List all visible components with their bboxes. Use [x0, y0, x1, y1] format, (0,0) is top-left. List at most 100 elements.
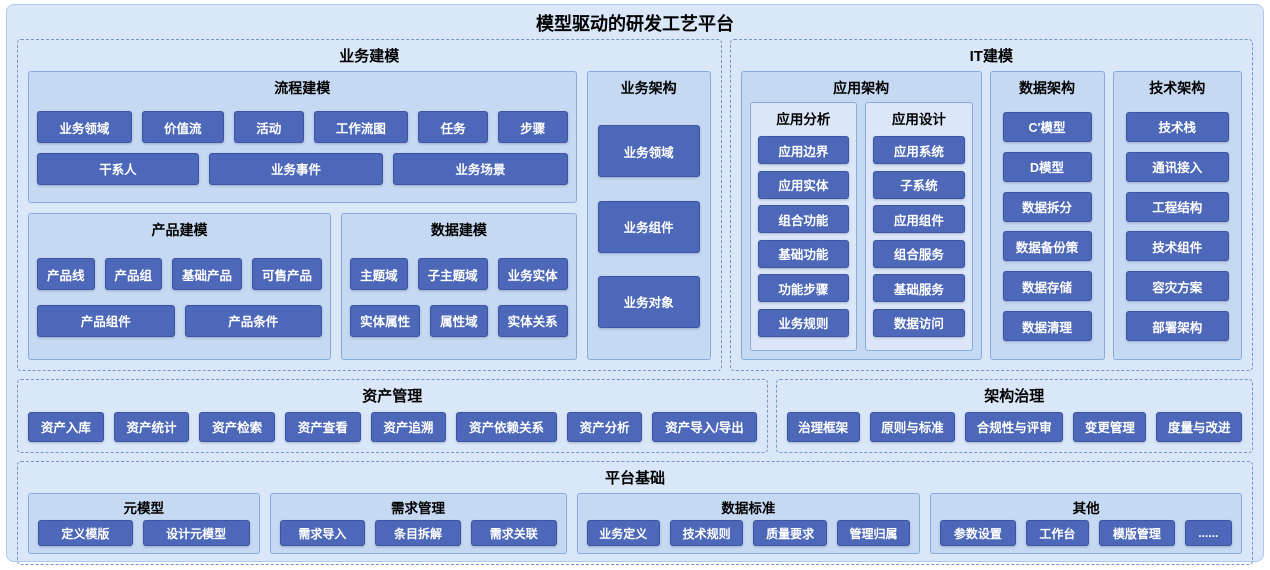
architecture-governance-block[interactable]: 治理框架	[786, 411, 860, 442]
meta-model-box: 元模型 定义模版设计元模型	[28, 493, 260, 554]
process-modeling-block[interactable]: 步骤	[497, 111, 568, 144]
process-modeling-block[interactable]: 价值流	[141, 111, 224, 144]
data-standard-title: 数据标准	[721, 501, 776, 516]
asset-management-block[interactable]: 资产统计	[113, 411, 190, 442]
asset-management-title: 资产管理	[362, 388, 423, 405]
technology-architecture-block[interactable]: 技术组件	[1125, 231, 1229, 262]
data-modeling-block[interactable]: 子主题域	[417, 258, 488, 291]
meta-model-block[interactable]: 设计元模型	[142, 520, 250, 546]
application-analysis-block[interactable]: 应用实体	[757, 170, 850, 199]
application-design-block[interactable]: 应用系统	[873, 136, 965, 165]
meta-model-block[interactable]: 定义模版	[38, 520, 133, 546]
process-modeling-rows: 业务领域价值流活动工作流图任务步骤 干系人业务事件业务场景	[37, 102, 568, 194]
middle-row: 资产管理 资产入库资产统计资产检索资产查看资产追溯资产依赖关系资产分析资产导入/…	[17, 379, 1253, 453]
business-architecture-block[interactable]: 业务领域	[597, 125, 700, 178]
data-architecture-block[interactable]: D模型	[1002, 151, 1092, 182]
business-modeling-left: 流程建模 业务领域价值流活动工作流图任务步骤 干系人业务事件业务场景 产品建模 …	[28, 71, 577, 360]
data-standard-block[interactable]: 管理归属	[836, 520, 911, 546]
application-design-title: 应用设计	[891, 112, 946, 127]
process-modeling-block[interactable]: 工作流图	[313, 111, 409, 144]
data-modeling-block[interactable]: 主题域	[350, 258, 408, 291]
others-block[interactable]: ......	[1184, 520, 1233, 546]
data-architecture-block[interactable]: C′模型	[1002, 111, 1092, 142]
process-modeling-block[interactable]: 业务领域	[37, 111, 132, 144]
business-architecture-block[interactable]: 业务组件	[597, 200, 700, 253]
technology-architecture-block[interactable]: 工程结构	[1125, 191, 1229, 222]
application-analysis-block[interactable]: 应用边界	[757, 136, 850, 165]
data-standard-block[interactable]: 业务定义	[586, 520, 660, 546]
asset-management-block[interactable]: 资产查看	[284, 411, 361, 442]
product-modeling-block[interactable]: 产品线	[37, 258, 95, 291]
application-design-block[interactable]: 子系统	[873, 170, 965, 199]
section-architecture-governance: 架构治理 治理框架原则与标准合规性与评审变更管理度量与改进	[775, 379, 1253, 453]
data-modeling-block[interactable]: 实体属性	[350, 304, 421, 337]
product-modeling-block[interactable]: 基础产品	[172, 258, 243, 291]
business-modeling-bottom: 产品建模 产品线产品组基础产品可售产品 产品组件产品条件 数据建模 主题域子主题…	[28, 213, 577, 360]
application-analysis-block[interactable]: 业务规则	[757, 308, 850, 337]
technology-architecture-block[interactable]: 技术栈	[1125, 111, 1229, 142]
it-modeling-body: 应用架构 应用分析 应用边界应用实体组合功能基础功能功能步骤业务规则 应用设计 …	[740, 71, 1242, 360]
asset-management-block[interactable]: 资产入库	[28, 411, 104, 442]
others-block[interactable]: 参数设置	[940, 520, 1016, 546]
technology-architecture-block[interactable]: 部署架构	[1125, 311, 1229, 342]
data-modeling-block[interactable]: 实体关系	[497, 304, 568, 337]
section-platform-foundation: 平台基础 元模型 定义模版设计元模型 需求管理 需求导入条目拆解需求关联 数据标…	[17, 461, 1253, 565]
application-analysis-block[interactable]: 功能步骤	[757, 274, 850, 303]
application-analysis-block[interactable]: 基础功能	[757, 239, 850, 268]
architecture-governance-row: 治理框架原则与标准合规性与评审变更管理度量与改进	[786, 411, 1242, 442]
others-box: 其他 参数设置工作台模版管理......	[930, 493, 1243, 554]
data-standard-block[interactable]: 质量要求	[753, 520, 827, 546]
application-design-block[interactable]: 应用组件	[873, 205, 965, 234]
asset-management-block[interactable]: 资产导入/导出	[652, 411, 757, 442]
asset-management-block[interactable]: 资产分析	[566, 411, 643, 442]
data-architecture-block[interactable]: 数据存储	[1002, 271, 1092, 302]
application-analysis-block[interactable]: 组合功能	[757, 205, 850, 234]
section-asset-management: 资产管理 资产入库资产统计资产检索资产查看资产追溯资产依赖关系资产分析资产导入/…	[17, 379, 768, 453]
others-block[interactable]: 模版管理	[1099, 520, 1175, 546]
application-analysis-title: 应用分析	[776, 112, 831, 127]
requirement-management-block[interactable]: 需求导入	[279, 520, 366, 546]
application-design-stack: 应用系统子系统应用组件组合服务基础服务数据访问	[873, 130, 965, 343]
data-architecture-block[interactable]: 数据拆分	[1002, 191, 1092, 222]
process-modeling-block[interactable]: 活动	[233, 111, 304, 144]
product-modeling-block[interactable]: 可售产品	[252, 258, 323, 291]
business-architecture-stack: 业务领域业务组件业务对象	[596, 102, 702, 351]
architecture-governance-block[interactable]: 合规性与评审	[965, 411, 1064, 442]
architecture-governance-block[interactable]: 变更管理	[1073, 411, 1147, 442]
meta-model-title: 元模型	[123, 501, 165, 516]
technology-architecture-block[interactable]: 容灾方案	[1125, 271, 1229, 302]
process-modeling-title: 流程建模	[274, 80, 331, 96]
application-design-block[interactable]: 基础服务	[873, 274, 965, 303]
process-modeling-block[interactable]: 任务	[418, 111, 488, 144]
asset-management-block[interactable]: 资产检索	[199, 411, 275, 442]
application-design-block[interactable]: 数据访问	[873, 308, 965, 337]
data-architecture-block[interactable]: 数据备份策	[1002, 231, 1092, 262]
product-modeling-block[interactable]: 产品组	[104, 258, 163, 291]
application-analysis-stack: 应用边界应用实体组合功能基础功能功能步骤业务规则	[757, 130, 850, 343]
requirement-management-block[interactable]: 需求关联	[470, 520, 557, 546]
architecture-governance-block[interactable]: 原则与标准	[869, 411, 956, 442]
process-modeling-block[interactable]: 业务事件	[208, 152, 384, 185]
meta-model-row: 定义模版设计元模型	[38, 520, 250, 546]
technology-architecture-block[interactable]: 通讯接入	[1125, 151, 1229, 182]
process-modeling-box: 流程建模 业务领域价值流活动工作流图任务步骤 干系人业务事件业务场景	[28, 71, 577, 203]
architecture-governance-title: 架构治理	[984, 388, 1045, 405]
application-design-block[interactable]: 组合服务	[873, 239, 965, 268]
others-block[interactable]: 工作台	[1025, 520, 1090, 546]
data-standard-block[interactable]: 技术规则	[669, 520, 744, 546]
platform-container: 模型驱动的研发工艺平台 业务建模 流程建模 业务领域价值流活动工作流图任务步骤 …	[6, 4, 1264, 565]
business-architecture-block[interactable]: 业务对象	[597, 275, 700, 328]
asset-management-block[interactable]: 资产依赖关系	[456, 411, 557, 442]
process-modeling-block[interactable]: 干系人	[37, 152, 199, 185]
data-modeling-block[interactable]: 属性域	[430, 304, 488, 337]
data-modeling-block[interactable]: 业务实体	[497, 258, 568, 291]
requirement-management-block[interactable]: 条目拆解	[375, 520, 461, 546]
product-modeling-block[interactable]: 产品条件	[184, 304, 323, 337]
process-modeling-block[interactable]: 业务场景	[393, 152, 568, 185]
product-modeling-block[interactable]: 产品组件	[37, 304, 175, 337]
architecture-governance-block[interactable]: 度量与改进	[1156, 411, 1242, 442]
asset-management-block[interactable]: 资产追溯	[370, 411, 447, 442]
technology-architecture-title: 技术架构	[1149, 80, 1206, 96]
data-architecture-block[interactable]: 数据清理	[1002, 311, 1092, 342]
